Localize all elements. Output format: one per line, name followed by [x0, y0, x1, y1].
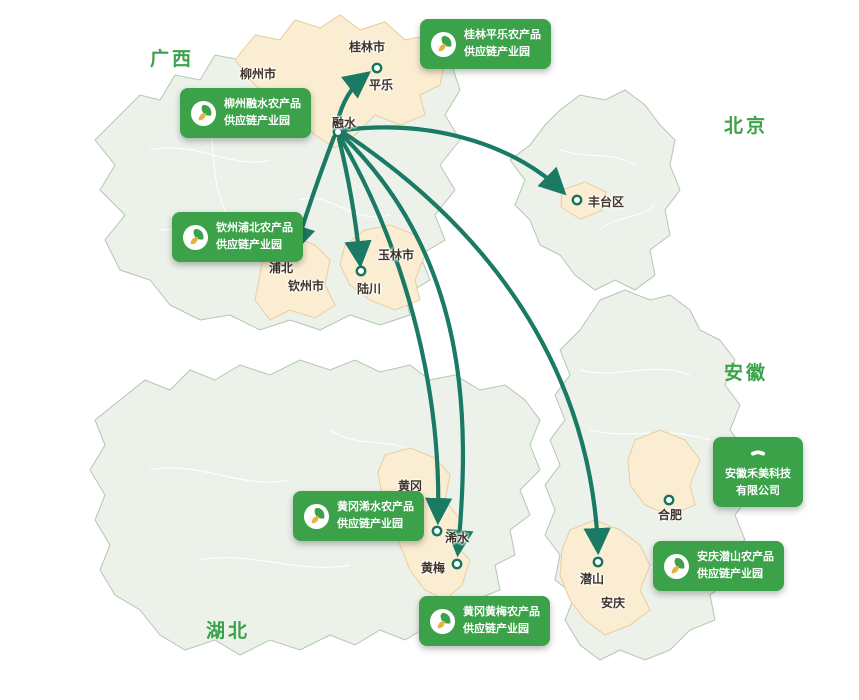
- marker-huangmei: [451, 558, 463, 570]
- guangxi-inner-borders: [149, 89, 391, 247]
- callout-qinzhou-pubei: 钦州浦北农产品 供应链产业园: [172, 212, 303, 263]
- city-label-rongshui: 融水: [331, 116, 357, 130]
- callout-guilin-pingle: 桂林平乐农产品 供应链产业园: [420, 19, 551, 70]
- leaf-logo-icon: [429, 608, 456, 634]
- callout-line1: 桂林平乐农产品: [464, 29, 541, 41]
- city-label-qianshan: 潜山: [579, 572, 605, 586]
- arrow-rongshui-to-xishui: [337, 134, 453, 526]
- city-label-fengtai: 丰台区: [587, 195, 625, 209]
- city-label-guilin: 桂林市: [348, 40, 386, 54]
- leaf-logo-icon: [182, 224, 209, 250]
- arrow-rongshui-to-qianshan: [341, 130, 611, 556]
- city-label-luchuan: 陆川: [356, 282, 382, 296]
- leaf-logo-icon: [663, 553, 690, 579]
- callout-line1: 安庆潜山农产品: [697, 551, 774, 563]
- province-label-guangxi: 广西: [149, 49, 195, 70]
- callout-line2: 供应链产业园: [697, 568, 763, 581]
- city-label-qinzhou: 钦州市: [287, 279, 325, 293]
- callout-line1: 黄冈黄梅农产品: [463, 606, 540, 618]
- arrow-rongshui-to-luchuan: [336, 136, 372, 269]
- callout-line2: 供应链产业园: [216, 239, 282, 252]
- leaf-logo-icon: [303, 503, 330, 529]
- callout-line1: 钦州浦北农产品: [216, 222, 293, 234]
- callout-huanggang-xishui: 黄冈浠水农产品 供应链产业园: [293, 491, 424, 542]
- arrow-rongshui-to-pingle: [334, 71, 371, 127]
- province-label-hubei: 湖北: [205, 621, 251, 642]
- province-label-beijing: 北京: [723, 116, 769, 137]
- fengtai-highlight: [560, 181, 607, 220]
- callout-liuzhou-rongshui: 柳州融水农产品 供应链产业园: [180, 88, 311, 139]
- callout-line2: 供应链产业园: [337, 518, 403, 531]
- callout-line1: 安徽禾美科技: [725, 468, 791, 480]
- marker-xishui: [431, 525, 443, 537]
- city-label-pingle: 平乐: [368, 78, 394, 92]
- marker-qianshan: [592, 556, 604, 568]
- callout-huanggang-huangmei: 黄冈黄梅农产品 供应链产业园: [419, 596, 550, 647]
- city-label-huangmei: 黄梅: [420, 561, 446, 575]
- callout-line2: 供应链产业园: [224, 115, 290, 128]
- callout-line1: 柳州融水农产品: [224, 98, 301, 110]
- leaf-logo-icon: [430, 31, 457, 57]
- callout-line2: 有限公司: [736, 485, 780, 498]
- marker-hefei: [663, 494, 675, 506]
- city-label-xishui: 浠水: [444, 531, 470, 545]
- anqing-qianshan-highlight: [559, 519, 651, 636]
- callout-line2: 供应链产业园: [463, 623, 529, 636]
- callout-line2: 供应链产业园: [464, 46, 530, 59]
- marker-fengtai: [571, 194, 583, 206]
- city-label-huanggang: 黄冈: [397, 479, 423, 493]
- arrow-rongshui-to-fengtai: [341, 125, 567, 196]
- marker-luchuan: [355, 265, 367, 277]
- city-label-yulin: 玉林市: [377, 248, 415, 262]
- leaf-logo-icon: [190, 100, 217, 126]
- handshake-icon: [750, 450, 766, 456]
- hefei-highlight: [627, 429, 701, 516]
- arrow-rongshui-to-huangmei: [339, 132, 474, 558]
- callout-line1: 黄冈浠水农产品: [337, 501, 414, 513]
- city-label-anqing: 安庆: [600, 596, 626, 610]
- marker-rongshui: [332, 126, 344, 138]
- city-label-hefei: 合肥: [657, 508, 683, 522]
- city-label-pubei: 浦北: [268, 261, 294, 275]
- beijing-inner-borders: [559, 149, 656, 231]
- callout-anqing-qianshan: 安庆潜山农产品 供应链产业园: [653, 541, 784, 592]
- province-label-anhui: 安徽: [723, 363, 769, 384]
- city-label-liuzhou: 柳州市: [239, 67, 277, 81]
- callout-anhui-hemei: 安徽禾美科技 有限公司: [713, 437, 803, 508]
- marker-pingle: [371, 62, 383, 74]
